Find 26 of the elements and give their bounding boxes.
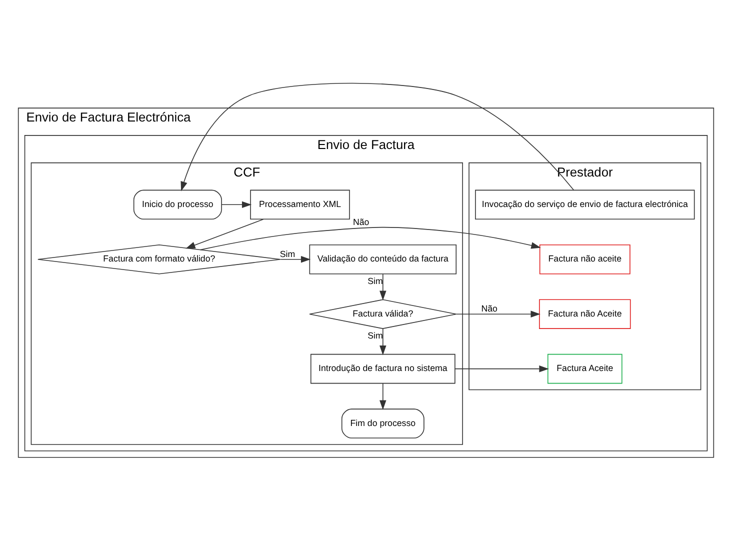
node-box: Validação do conteúdo da factura: [309, 244, 457, 274]
edge-label: Sim: [368, 276, 383, 286]
node-box: Processamento XML: [250, 190, 350, 220]
edge-label: Sim: [368, 330, 383, 341]
arrow: [186, 218, 264, 249]
node-box: Invocação do serviço de envio de factura electrónica: [475, 190, 695, 220]
node-box: Inicio do processo: [133, 190, 222, 220]
edge-label: Não: [481, 304, 498, 314]
arrow: [280, 256, 311, 263]
node-box: Fim do processo: [341, 408, 424, 438]
arrow: [454, 365, 549, 372]
edge-label: Sim: [280, 248, 296, 259]
arrow: [200, 226, 541, 250]
arrow: [456, 310, 540, 318]
node-diamond: Factura válida?: [309, 299, 457, 329]
node-box: Introdução de factura no sistema: [310, 354, 456, 384]
arrow: [221, 201, 252, 208]
node-diamond: Factura com formato válido?: [38, 244, 281, 274]
arrow: [380, 274, 386, 300]
arrow: [180, 82, 574, 192]
node-box: Factura Aceite: [547, 354, 622, 384]
arrow: [380, 383, 386, 410]
edge-label: Não: [353, 217, 370, 228]
arrow: [380, 328, 386, 356]
node-box: Factura não Aceite: [539, 299, 631, 329]
node-box: Factura não aceite: [539, 244, 630, 274]
